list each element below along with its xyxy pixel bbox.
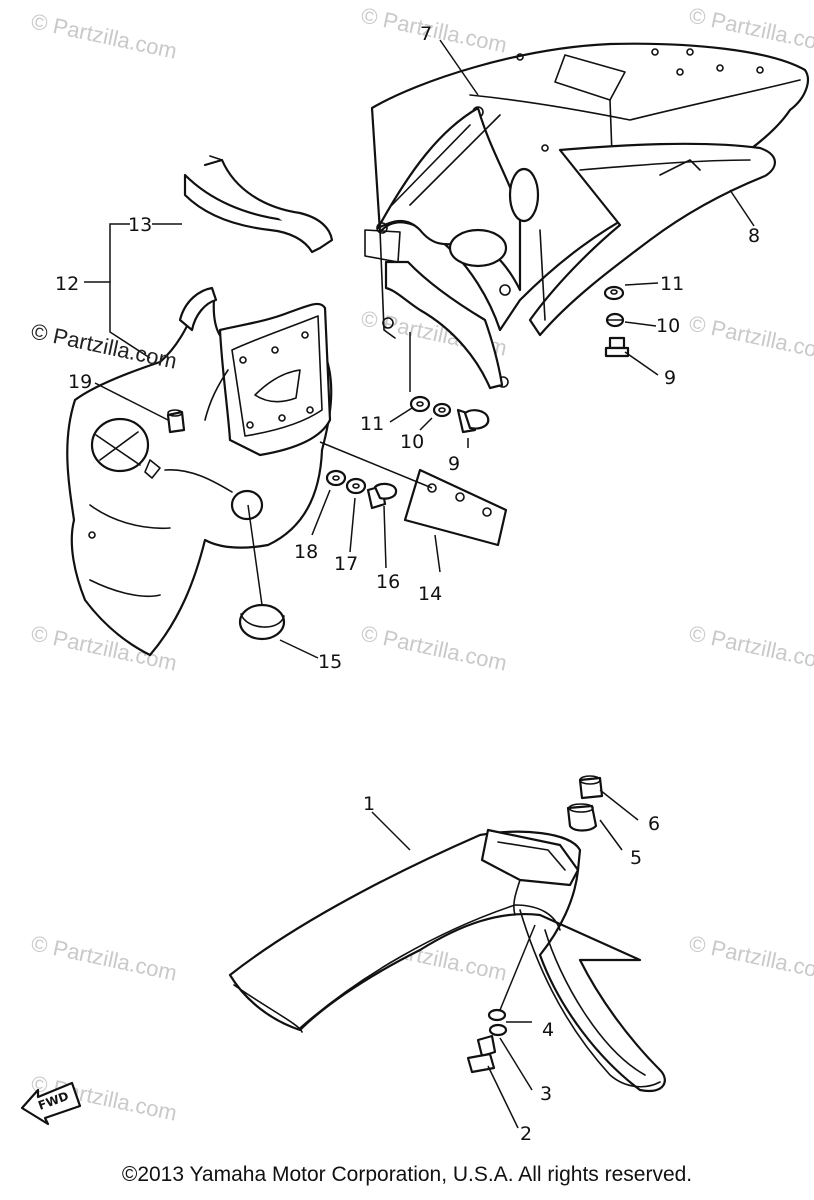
callout-17: 17 <box>334 553 358 575</box>
callout-10: 10 <box>400 431 424 453</box>
callout-16: 16 <box>376 571 400 593</box>
callout-11: 11 <box>360 413 384 435</box>
callout-13: 13 <box>128 214 152 236</box>
callout-1: 1 <box>363 793 375 815</box>
callout-11: 11 <box>660 273 684 295</box>
watermark-tile: © Partzilla.com <box>687 930 814 985</box>
washer-17 <box>345 477 367 553</box>
callout-9: 9 <box>448 453 460 475</box>
watermark-tile: © Partzilla.com <box>29 930 179 985</box>
screw-16 <box>366 482 398 569</box>
watermark-tile: © Partzilla.com <box>687 620 814 675</box>
callout-7: 7 <box>420 23 432 45</box>
rear-fender <box>364 42 809 390</box>
watermark-tile: © Partzilla.com <box>29 8 179 63</box>
watermark-tile: © Partzilla.com <box>359 2 509 57</box>
watermark-tile: © Partzilla.com <box>359 620 509 675</box>
callout-19: 19 <box>68 371 92 393</box>
headlight-band <box>183 155 334 254</box>
headlight-body <box>66 296 333 657</box>
copyright-notice: ©2013 Yamaha Motor Corporation, U.S.A. A… <box>121 1163 693 1186</box>
callout-6: 6 <box>648 813 660 835</box>
shroud-strip <box>178 286 218 332</box>
callout-labels: 7 8 11 10 9 11 10 9 12 13 19 18 17 16 14… <box>55 23 760 1145</box>
mounting-plate-14 <box>319 441 508 573</box>
callout-8: 8 <box>748 225 760 247</box>
watermark-tile: © Partzilla.com <box>687 310 814 365</box>
washer-18 <box>311 469 347 536</box>
rear-fender-fasteners-left <box>409 332 490 434</box>
front-fender-fasteners <box>466 775 604 1074</box>
callout-4: 4 <box>542 1019 554 1041</box>
callout-5: 5 <box>630 847 642 869</box>
grommet-19 <box>166 409 186 434</box>
callout-14: 14 <box>418 583 442 605</box>
callout-9: 9 <box>664 367 676 389</box>
rear-fender-fasteners-right <box>603 285 630 358</box>
callout-12: 12 <box>55 273 79 295</box>
callout-15: 15 <box>318 651 342 673</box>
plug-15 <box>238 504 319 659</box>
callout-18: 18 <box>294 541 318 563</box>
forward-arrow-icon: FWD <box>20 1081 82 1126</box>
watermark-dark: © Partzilla.com <box>29 318 179 373</box>
leader-lines <box>84 39 755 1129</box>
callout-10: 10 <box>656 315 680 337</box>
callout-2: 2 <box>520 1123 532 1145</box>
front-fender <box>228 828 666 1093</box>
callout-3: 3 <box>540 1083 552 1105</box>
